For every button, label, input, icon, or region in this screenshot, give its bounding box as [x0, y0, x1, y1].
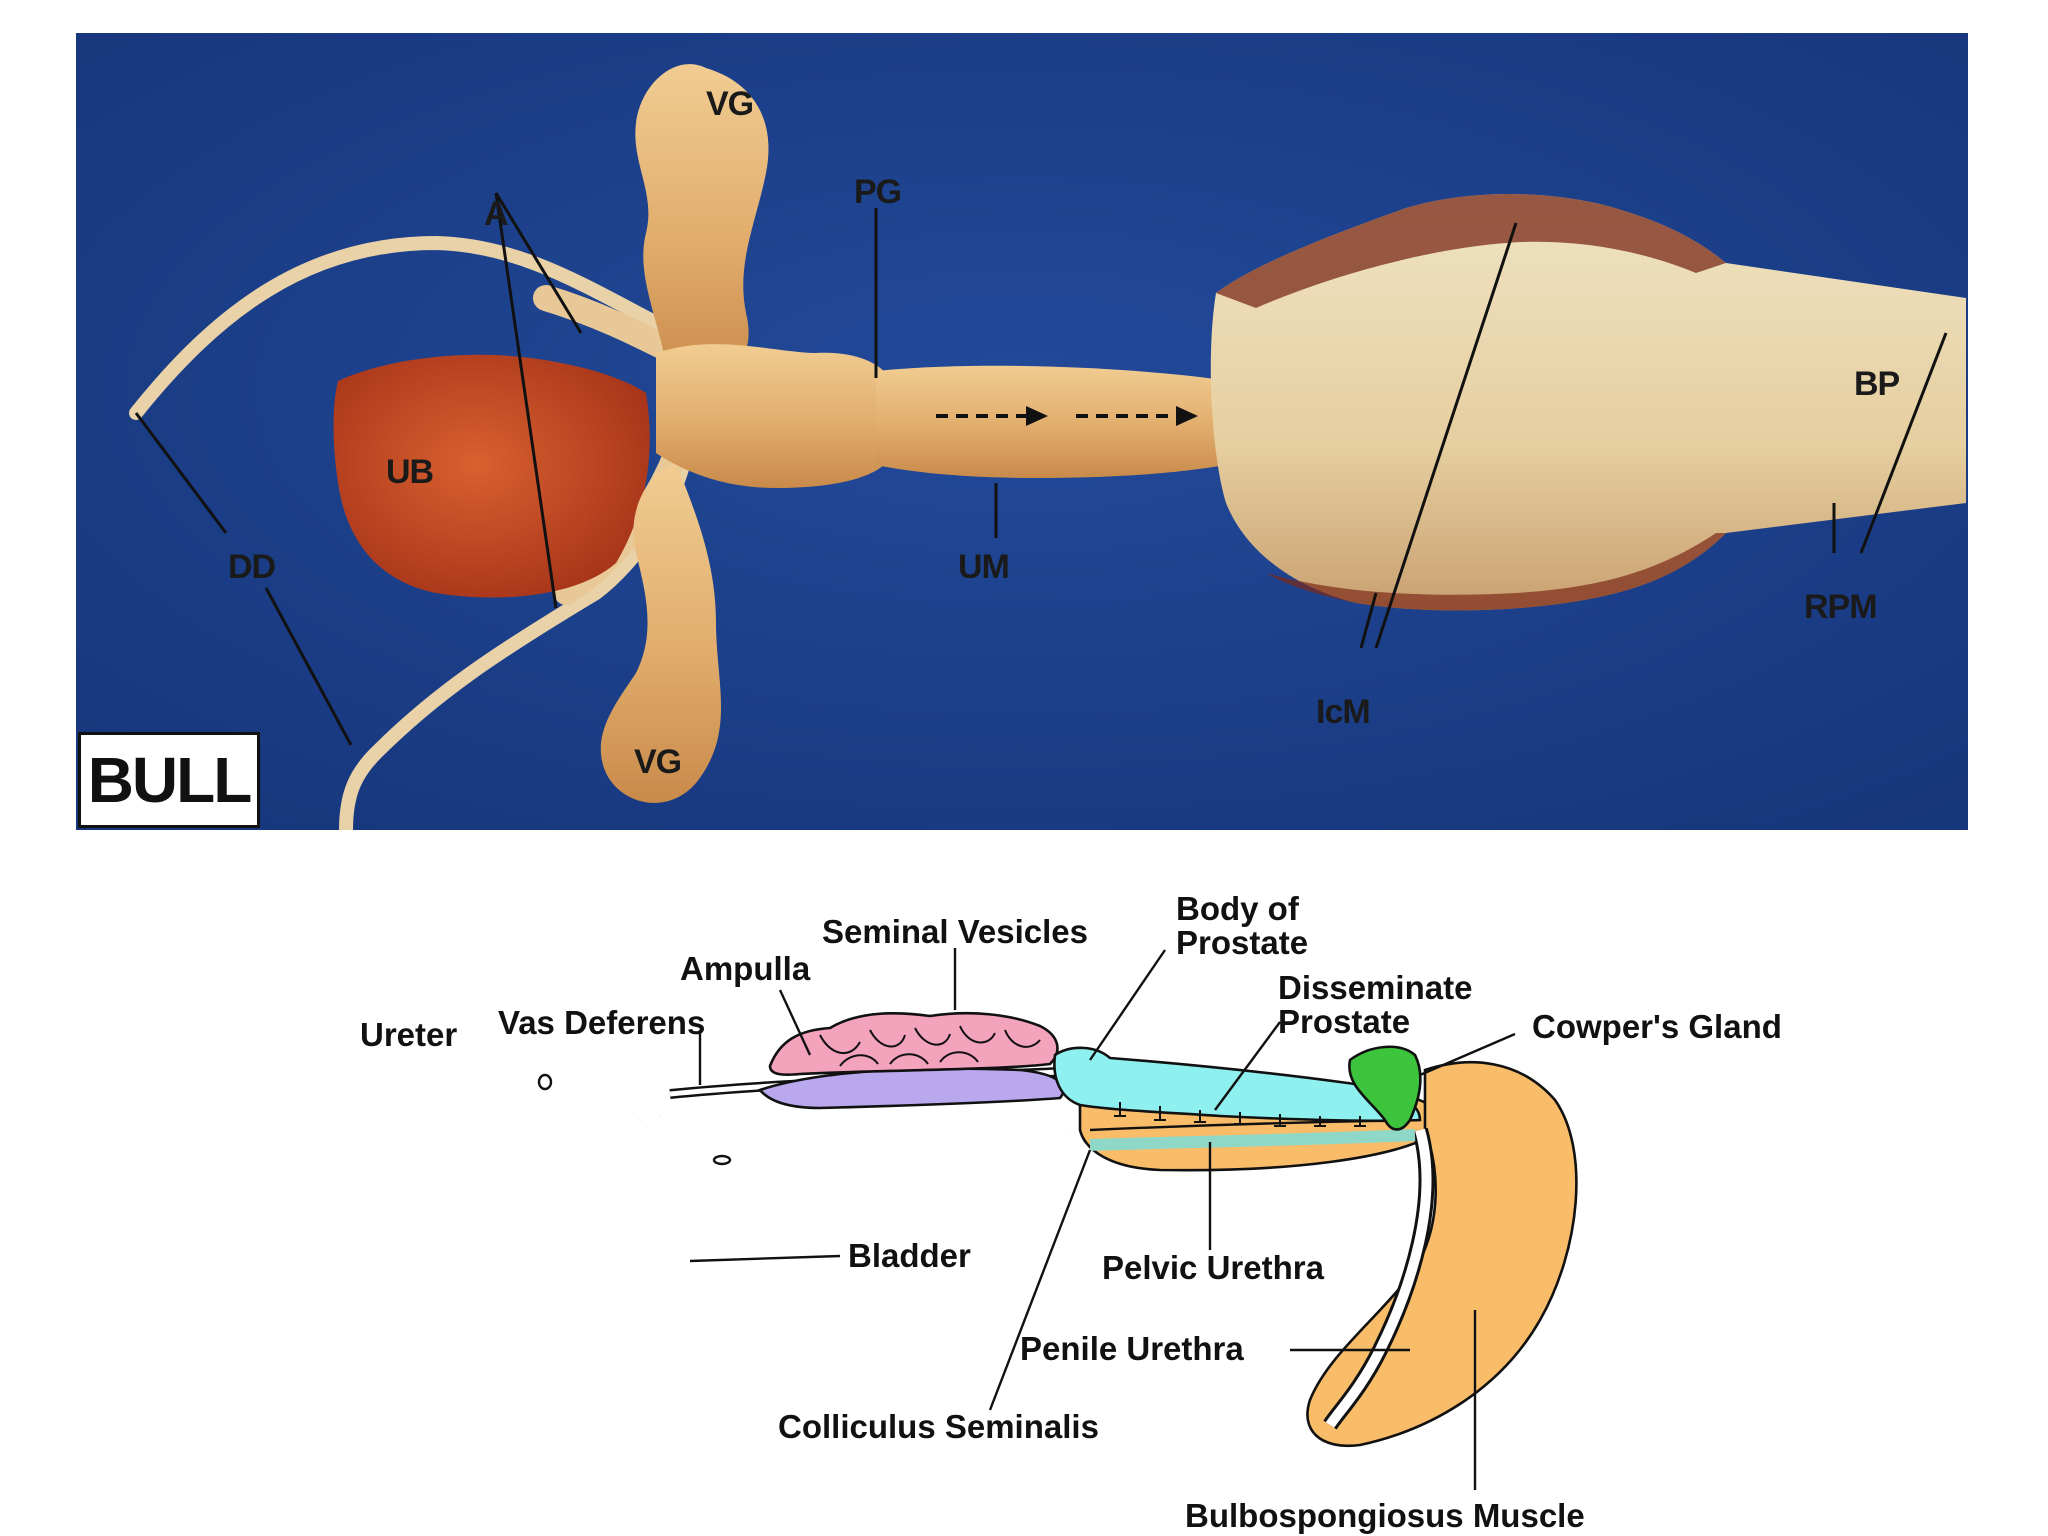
- label-dd: DD: [228, 548, 276, 586]
- ureter-lumen: [544, 1078, 662, 1118]
- bladder-lumen: [396, 1114, 1071, 1465]
- species-badge: BULL: [78, 732, 260, 828]
- vesicular-gland-upper: [635, 64, 769, 383]
- label-vg-top: VG: [706, 85, 753, 123]
- label-rpm: RPM: [1804, 588, 1877, 626]
- pelvic-urethra-lining: [1089, 1129, 1416, 1151]
- body-of-prostate: [1053, 1046, 1422, 1123]
- leader-a-1: [494, 192, 583, 334]
- schematic-diagram-panel: Seminal Vesicles Body of Prostate Ampull…: [0, 830, 2048, 1536]
- dissection-photo: VG PG A UB DD UM VG IcM BP RPM: [76, 33, 1968, 830]
- label-a: A: [484, 195, 508, 233]
- leader-dd-1: [134, 412, 228, 534]
- urinary-bladder: [333, 354, 650, 598]
- seminal-vesicles: [768, 1011, 1059, 1077]
- leader-ampulla: [778, 989, 812, 1056]
- leader-icm-2: [1374, 222, 1518, 649]
- label-disseminate-prostate-line1: Disseminate: [1278, 969, 1472, 1006]
- penile-urethra-lumen: [1325, 1128, 1432, 1428]
- leader-bladder: [689, 1254, 841, 1263]
- leader-a-2: [494, 192, 558, 609]
- label-body-of-prostate-line2: Prostate: [1176, 924, 1308, 961]
- leader-dd-2: [264, 587, 353, 746]
- label-penile-urethra: Penile Urethra: [1020, 1330, 1244, 1367]
- vesicular-gland-lower: [600, 463, 721, 803]
- flow-arrow-1-head: [1026, 406, 1048, 426]
- ureter-opening: [712, 1154, 732, 1166]
- label-ureter: Ureter: [360, 1016, 457, 1053]
- label-vas-deferens: Vas Deferens: [498, 1004, 705, 1041]
- leader-rpm-2: [1859, 332, 1948, 554]
- label-bp: BP: [1854, 365, 1900, 403]
- deferent-duct-upper: [129, 235, 683, 420]
- ureter-end: [537, 1073, 553, 1091]
- disseminate-prostate-glands: [1114, 1102, 1366, 1127]
- leader-body-of-prostate: [1089, 949, 1166, 1061]
- label-vg-bottom: VG: [634, 743, 681, 781]
- label-um: UM: [958, 548, 1009, 586]
- label-bladder: Bladder: [848, 1237, 971, 1274]
- seminal-vesicle-lobules: [819, 1025, 1041, 1067]
- leader-icm-1: [1359, 592, 1378, 649]
- leader-colliculus-seminalis: [988, 1149, 1092, 1411]
- label-body-of-prostate-line1: Body of: [1176, 890, 1300, 927]
- label-pelvic-urethra: Pelvic Urethra: [1102, 1249, 1325, 1286]
- leader-cowpers-gland: [1419, 1032, 1516, 1077]
- label-ub: UB: [386, 453, 434, 491]
- label-pg: PG: [854, 173, 901, 211]
- bulb-dark-rim-lower: [1266, 533, 1726, 611]
- label-bulbospongiosus-muscle: Bulbospongiosus Muscle: [1185, 1497, 1585, 1534]
- cowpers-gland: [1348, 1045, 1422, 1131]
- label-cowpers-gland: Cowper's Gland: [1532, 1008, 1782, 1045]
- penile-bulb: [1210, 193, 1966, 611]
- flow-arrow-2-head: [1176, 406, 1198, 426]
- schematic-diagram: Seminal Vesicles Body of Prostate Ampull…: [360, 890, 1782, 1534]
- label-seminal-vesicles: Seminal Vesicles: [822, 913, 1088, 950]
- label-icm: IcM: [1316, 693, 1370, 731]
- urethral-muscle: [876, 365, 1236, 478]
- label-disseminate-prostate-line2: Prostate: [1278, 1003, 1410, 1040]
- label-colliculus-seminalis: Colliculus Seminalis: [778, 1408, 1099, 1445]
- label-ampulla: Ampulla: [680, 950, 811, 987]
- leader-disseminate-prostate: [1214, 1021, 1281, 1111]
- dissection-photo-panel: VG PG A UB DD UM VG IcM BP RPM BULL: [76, 33, 1968, 830]
- prostate-neck: [656, 344, 886, 488]
- bulb-dark-rim: [1216, 193, 1726, 308]
